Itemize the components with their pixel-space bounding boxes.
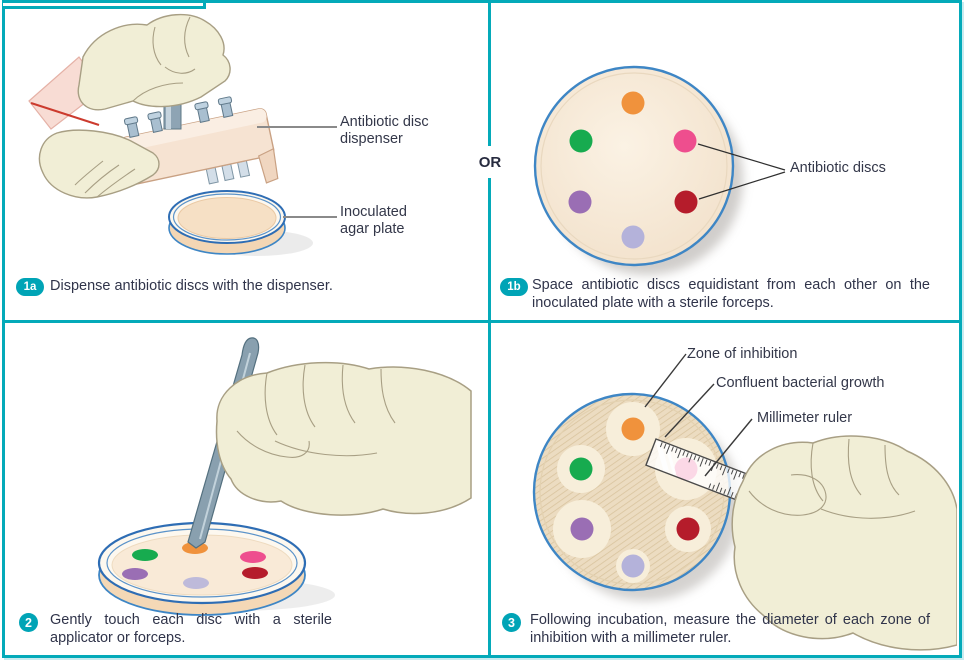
label-zone-of-inhibition: Zone of inhibition xyxy=(687,346,798,362)
inoculated-agar-plate xyxy=(168,190,286,255)
or-label: OR xyxy=(460,146,520,178)
panel-2-illustration xyxy=(97,337,472,616)
upper-gloved-hand xyxy=(77,13,231,111)
disc-orange xyxy=(621,91,645,115)
panel-divider-horizontal xyxy=(2,320,959,323)
disc-green xyxy=(569,457,593,481)
leader-lines-1b xyxy=(697,143,786,200)
disc-purple xyxy=(122,568,148,580)
label-antibiotic-disc-dispenser: Antibiotic disc dispenser xyxy=(340,114,429,147)
disc-green xyxy=(132,549,158,561)
gloved-hand-holding-ruler xyxy=(731,435,957,651)
disc-pink xyxy=(673,129,697,153)
header-tab-remnant xyxy=(3,3,206,9)
disc-lavender xyxy=(621,554,645,578)
disc-pink xyxy=(240,551,266,563)
panel-1a-illustration xyxy=(28,13,337,256)
lower-gloved-hand xyxy=(38,129,160,199)
caption-1b: Space antibiotic discs equidistant from … xyxy=(532,277,930,311)
step-badge-2: 2 xyxy=(19,613,38,632)
disc-red xyxy=(674,190,698,214)
panel-3-illustration xyxy=(532,353,957,651)
step-badge-1a: 1a xyxy=(16,278,44,296)
step-badge-3: 3 xyxy=(502,613,521,632)
leader-lines-1a xyxy=(257,126,337,218)
disc-red xyxy=(242,567,268,579)
disc-green xyxy=(569,129,593,153)
label-millimeter-ruler: Millimeter ruler xyxy=(757,410,853,426)
disc-purple xyxy=(568,190,592,214)
disc-lavender xyxy=(621,225,645,249)
label-inoculated-agar-plate: Inoculated agar plate xyxy=(340,204,407,237)
panel-divider-vertical xyxy=(488,0,491,658)
panel-1b-illustration xyxy=(533,65,786,275)
dispenser-studs xyxy=(123,96,234,138)
caption-2: Gently touch each disc with a sterile ap… xyxy=(50,612,332,646)
disc-orange xyxy=(621,417,645,441)
leader-lines-3 xyxy=(644,353,753,477)
disc-red xyxy=(676,517,700,541)
antibiotic-discs-angled xyxy=(122,542,268,589)
disc-lavender xyxy=(183,577,209,589)
gloved-hand-holding-forceps xyxy=(215,361,472,516)
antibiotic-discs xyxy=(568,91,698,249)
caption-1a: Dispense antibiotic discs with the dispe… xyxy=(50,278,333,294)
caption-3: Following incubation, measure the diamet… xyxy=(530,612,930,646)
label-antibiotic-discs: Antibiotic discs xyxy=(790,160,886,176)
inoculated-plate xyxy=(533,65,735,267)
disc-purple xyxy=(570,517,594,541)
step-badge-1b: 1b xyxy=(500,278,528,296)
label-confluent-bacterial-growth: Confluent bacterial growth xyxy=(716,375,885,391)
